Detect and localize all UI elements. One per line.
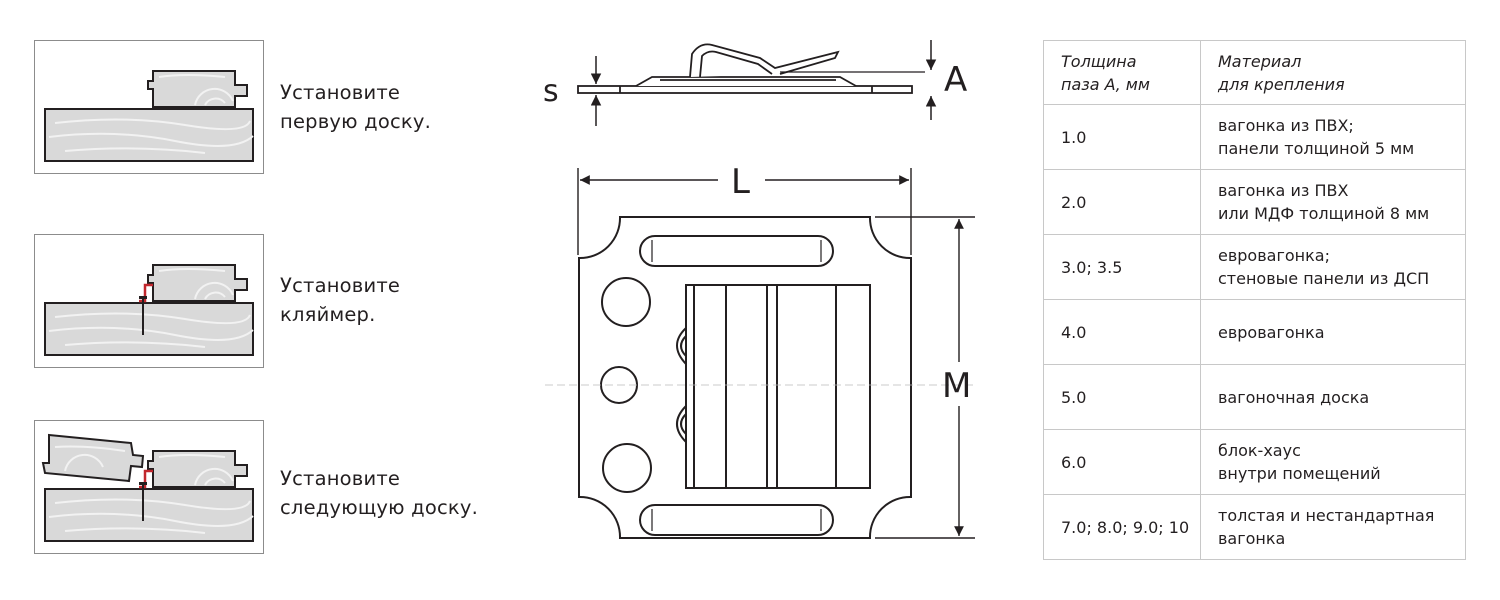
step-2-caption: Установите кляймер. [280,271,400,329]
step-3-line-1: Установите [280,467,401,490]
table-header-row: Толщина паза А, мм Материал для креплени… [1043,40,1466,105]
thickness-cell: 7.0; 8.0; 9.0; 10 [1043,494,1201,560]
thickness-cell: 6.0 [1043,429,1201,495]
step-2-line-1: Установите [280,274,401,297]
table-row: 5.0 вагоночная доска [1043,364,1466,430]
dimension-a-label: A [944,60,967,100]
header-thickness: Толщина паза А, мм [1043,40,1201,105]
base-board [44,108,254,162]
installed-board [147,450,248,488]
step-1-illustration [34,40,264,174]
dimension-m-label: M [942,366,971,406]
first-board [147,70,248,108]
clip-and-nail [139,283,153,335]
base-board [44,302,254,356]
table-row: 3.0; 3.5 евровагонка;стеновые панели из … [1043,234,1466,300]
dimension-s-label: s [543,74,559,109]
material-cell: вагоночная доска [1200,364,1466,430]
clip-and-nail [139,469,153,521]
base-board [44,488,254,542]
step-2-illustration [34,234,264,368]
step-3-line-2: следующую доску. [280,496,478,519]
step-3-caption: Установите следующую доску. [280,464,478,522]
dimension-l-marker [577,168,912,255]
step-3-illustration [34,420,264,554]
next-board-tilted [41,433,145,483]
material-cell: евровагонка [1200,299,1466,365]
thickness-cell: 3.0; 3.5 [1043,234,1201,300]
clip-technical-drawing: A s L [543,40,975,539]
first-board [147,264,248,302]
dimension-l-label: L [731,162,750,202]
material-cell: евровагонка;стеновые панели из ДСП [1200,234,1466,300]
step-1-line-2: первую доску. [280,110,432,133]
step-1-line-1: Установите [280,81,401,104]
groove-thickness-table: Толщина паза А, мм Материал для креплени… [1043,40,1466,560]
step-1-caption: Установите первую доску. [280,78,431,136]
table-row: 4.0 евровагонка [1043,299,1466,365]
clip-top-view [578,216,912,539]
step-2-line-2: кляймер. [280,303,376,326]
table-row: 7.0; 8.0; 9.0; 10 толстая и нестандартна… [1043,494,1466,560]
table-row: 1.0 вагонка из ПВХ;панели толщиной 5 мм [1043,104,1466,170]
thickness-cell: 4.0 [1043,299,1201,365]
header-material: Материал для крепления [1200,40,1466,105]
material-cell: вагонка из ПВХ;панели толщиной 5 мм [1200,104,1466,170]
thickness-cell: 5.0 [1043,364,1201,430]
dimension-m-marker [875,216,975,539]
clip-side-view [577,43,925,94]
thickness-cell: 2.0 [1043,169,1201,235]
thickness-cell: 1.0 [1043,104,1201,170]
